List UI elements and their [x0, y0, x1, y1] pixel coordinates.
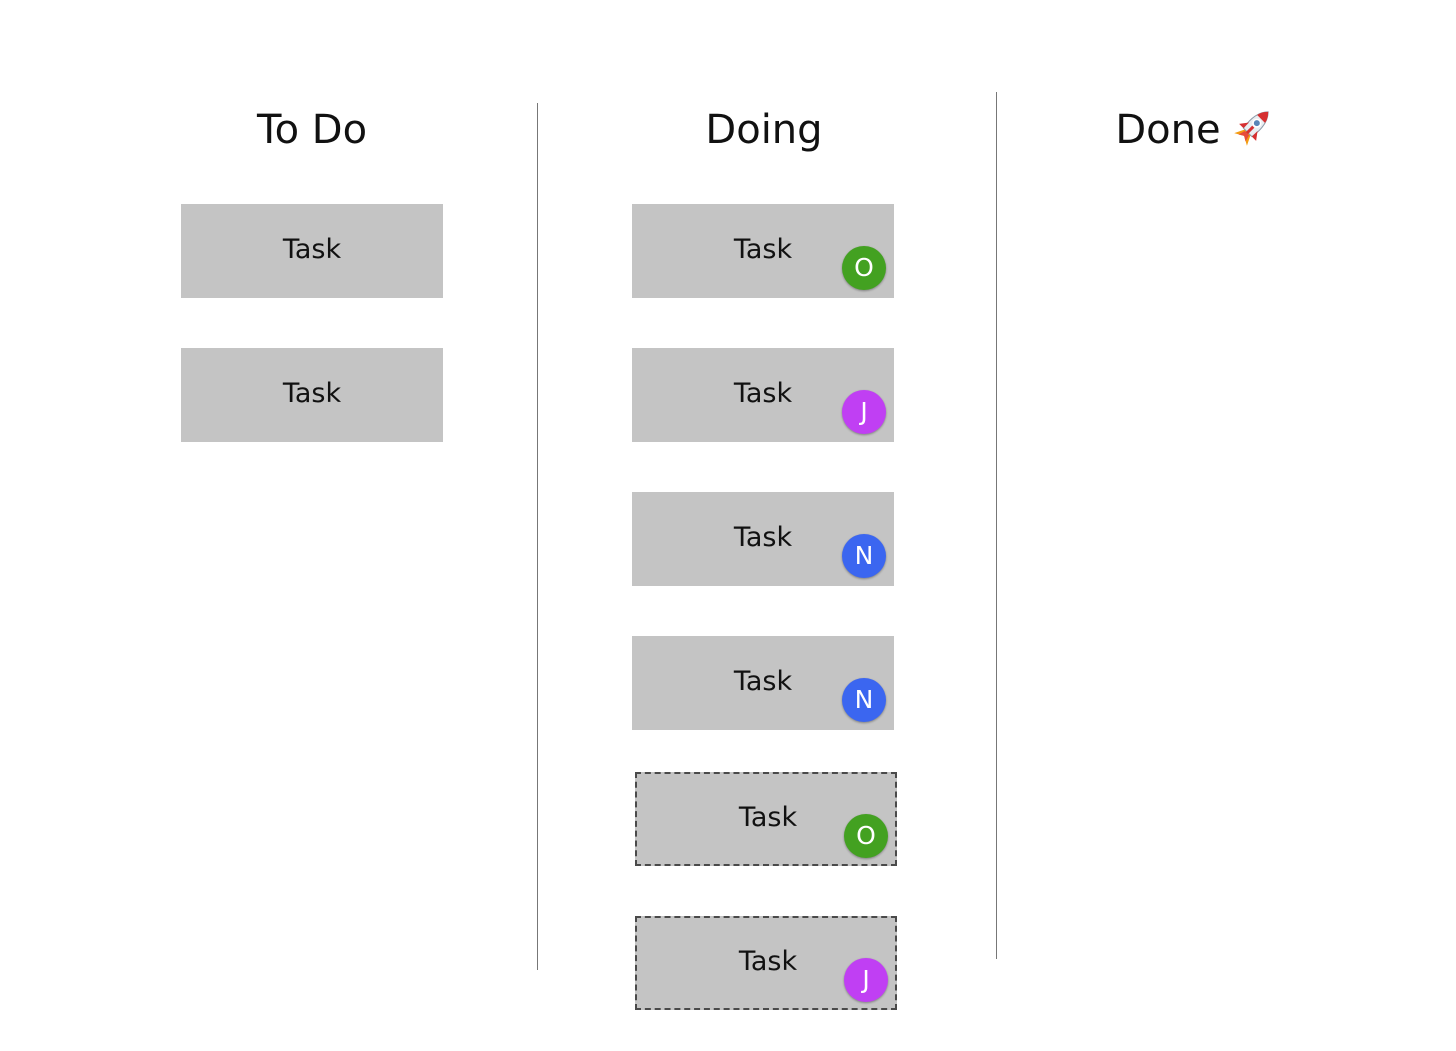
assignee-avatar[interactable]: J: [842, 390, 886, 434]
task-card[interactable]: Task J: [632, 348, 894, 442]
column-divider: [996, 92, 997, 959]
task-card-placeholder[interactable]: Task J: [635, 916, 897, 1010]
column-title-text: Doing: [705, 107, 823, 153]
task-card[interactable]: Task O: [632, 204, 894, 298]
task-card-label: Task: [738, 802, 798, 833]
assignee-avatar[interactable]: N: [842, 678, 886, 722]
column-title-done: Done: [996, 102, 1396, 158]
task-card[interactable]: Task: [181, 348, 443, 442]
task-card-label: Task: [733, 522, 793, 553]
task-card-label: Task: [282, 378, 342, 409]
column-title-text: Done: [1115, 107, 1221, 153]
task-card[interactable]: Task: [181, 204, 443, 298]
task-card[interactable]: Task N: [632, 636, 894, 730]
task-card-label: Task: [738, 946, 798, 977]
assignee-avatar[interactable]: O: [844, 814, 888, 858]
rocket-icon: [1231, 103, 1277, 149]
assignee-avatar[interactable]: N: [842, 534, 886, 578]
task-card[interactable]: Task N: [632, 492, 894, 586]
task-card-label: Task: [733, 666, 793, 697]
task-card-label: Task: [282, 234, 342, 265]
task-card-label: Task: [733, 378, 793, 409]
task-card-label: Task: [733, 234, 793, 265]
column-title-text: To Do: [256, 107, 368, 153]
column-divider: [537, 103, 538, 970]
column-title-doing: Doing: [564, 102, 964, 158]
task-card-placeholder[interactable]: Task O: [635, 772, 897, 866]
column-title-todo: To Do: [112, 102, 512, 158]
assignee-avatar[interactable]: J: [844, 958, 888, 1002]
assignee-avatar[interactable]: O: [842, 246, 886, 290]
